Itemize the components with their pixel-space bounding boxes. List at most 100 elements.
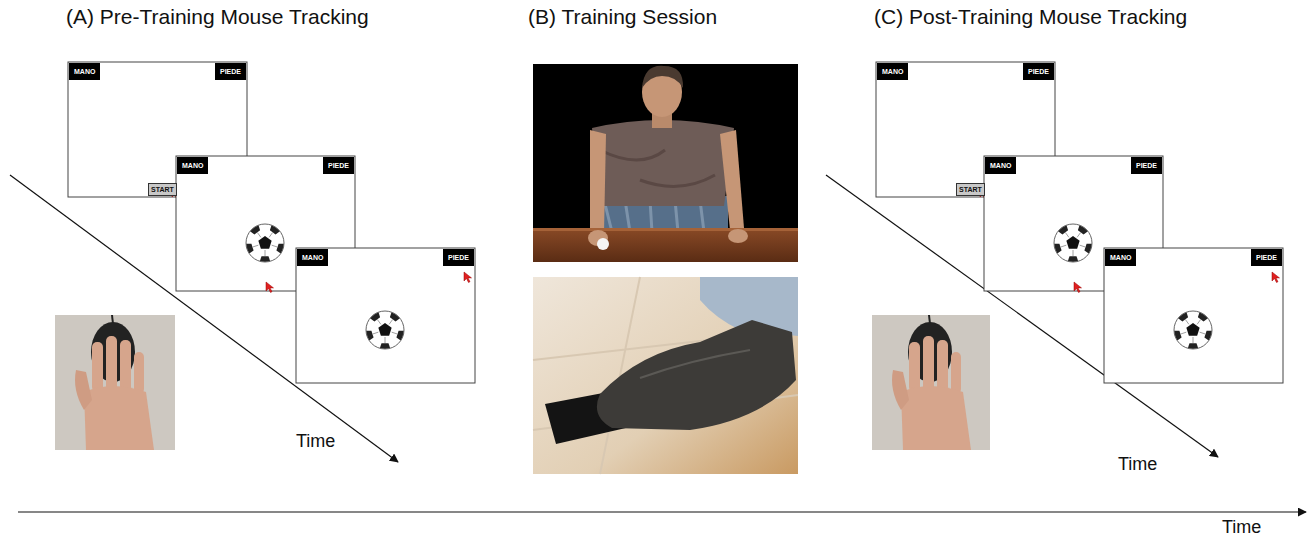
response-box: MANO — [985, 157, 1016, 174]
soccer-ball — [362, 331, 373, 342]
task-screen — [1104, 248, 1283, 383]
soccer-ball — [258, 236, 271, 249]
axis-label: Time — [1118, 455, 1157, 473]
hand-mouse-photo — [106, 336, 117, 392]
response-box: PIEDE — [1251, 249, 1282, 266]
panel-heading: (B) Training Session — [528, 6, 717, 27]
box-text: MANO — [882, 68, 903, 75]
mouse-cursor — [266, 282, 274, 293]
foot-pedal-photo — [533, 277, 798, 474]
hand-mouse-photo — [872, 315, 990, 450]
soccer-ball — [253, 245, 259, 247]
soccer-ball — [242, 244, 253, 255]
hand-mouse-photo — [55, 315, 175, 450]
response-box: PIEDE — [215, 63, 246, 80]
axis-label: Time — [1222, 518, 1261, 536]
response-box: MANO — [297, 249, 328, 266]
soccer-ball — [272, 245, 278, 247]
hand-mouse-photo — [937, 340, 948, 392]
start-button: START — [956, 183, 985, 196]
response-box: MANO — [177, 157, 208, 174]
response-box: PIEDE — [323, 157, 354, 174]
soccer-ball — [385, 337, 386, 343]
soccer-ball — [246, 224, 284, 262]
hand-mouse-photo — [872, 315, 990, 450]
soccer-ball — [389, 319, 393, 324]
hand-mouse-photo — [923, 336, 934, 392]
hand-mouse-photo — [909, 342, 920, 392]
task-screen — [296, 248, 475, 383]
soccer-ball — [276, 244, 287, 255]
hand-mouse-photo — [134, 352, 144, 394]
axis-label: Time — [296, 432, 335, 450]
avatar-scene — [533, 228, 798, 262]
hand-mouse-photo — [901, 386, 971, 450]
hand-mouse-photo — [951, 352, 961, 394]
hand-mouse-photo — [892, 370, 909, 410]
soccer-ball — [373, 332, 379, 334]
soccer-ball — [1200, 332, 1206, 334]
soccer-ball — [1054, 224, 1092, 262]
foot-pedal-photo — [533, 277, 798, 474]
response-box: PIEDE — [443, 249, 474, 266]
box-text: PIEDE — [1136, 162, 1157, 169]
box-text: MANO — [182, 162, 203, 169]
soccer-ball — [1080, 245, 1086, 247]
soccer-ball — [242, 224, 288, 267]
mouse-cursor — [1074, 282, 1082, 293]
avatar-scene — [592, 120, 734, 206]
box-text: PIEDE — [328, 162, 349, 169]
soccer-ball — [1185, 319, 1189, 324]
screens — [68, 62, 1283, 383]
box-text: MANO — [990, 162, 1011, 169]
avatar-scene — [533, 228, 798, 231]
mouse-cursor — [464, 272, 472, 283]
soccer-ball — [377, 319, 381, 324]
soccer-ball — [1050, 244, 1061, 255]
box-text: MANO — [1110, 254, 1131, 261]
soccer-ball — [362, 311, 408, 354]
soccer-ball — [1186, 323, 1199, 336]
soccer-ball — [1174, 311, 1212, 349]
soccer-ball — [1061, 245, 1067, 247]
soccer-ball — [269, 232, 273, 237]
hand-mouse-photo — [120, 340, 131, 392]
foot-pedal-photo — [640, 350, 750, 378]
soccer-ball — [392, 332, 398, 334]
foot-pedal-photo — [533, 277, 798, 474]
soccer-ball — [1050, 224, 1096, 267]
soccer-ball — [242, 224, 288, 267]
soccer-ball — [1181, 332, 1187, 334]
response-box: MANO — [1105, 249, 1136, 266]
soccer-ball — [378, 323, 391, 336]
soccer-ball — [1084, 244, 1095, 255]
task-screen — [296, 248, 475, 383]
soccer-ball — [257, 232, 261, 237]
box-text: PIEDE — [448, 254, 469, 261]
soccer-ball — [265, 250, 266, 256]
soccer-ball — [1050, 224, 1096, 267]
soccer-ball — [1193, 337, 1194, 343]
avatar-scene — [533, 64, 798, 262]
response-box: PIEDE — [1131, 157, 1162, 174]
panel-heading: (A) Pre-Training Mouse Tracking — [66, 6, 369, 27]
soccer-ball — [1170, 331, 1181, 342]
avatar-scene — [642, 66, 683, 88]
avatar-scene — [728, 229, 748, 243]
box-text: MANO — [302, 254, 323, 261]
avatar-scene — [720, 130, 744, 230]
box-text: MANO — [74, 68, 95, 75]
soccer-ball — [1073, 250, 1074, 256]
soccer-ball — [362, 311, 408, 354]
start-button: START — [148, 183, 177, 196]
mouse-cursor — [1272, 272, 1280, 283]
soccer-ball — [1204, 331, 1215, 342]
soccer-ball — [396, 331, 407, 342]
hand-mouse-photo — [55, 315, 175, 450]
hand-mouse-photo — [84, 386, 154, 450]
box-text: PIEDE — [220, 68, 241, 75]
hand-mouse-photo — [92, 342, 103, 392]
time-axis — [18, 511, 1306, 512]
